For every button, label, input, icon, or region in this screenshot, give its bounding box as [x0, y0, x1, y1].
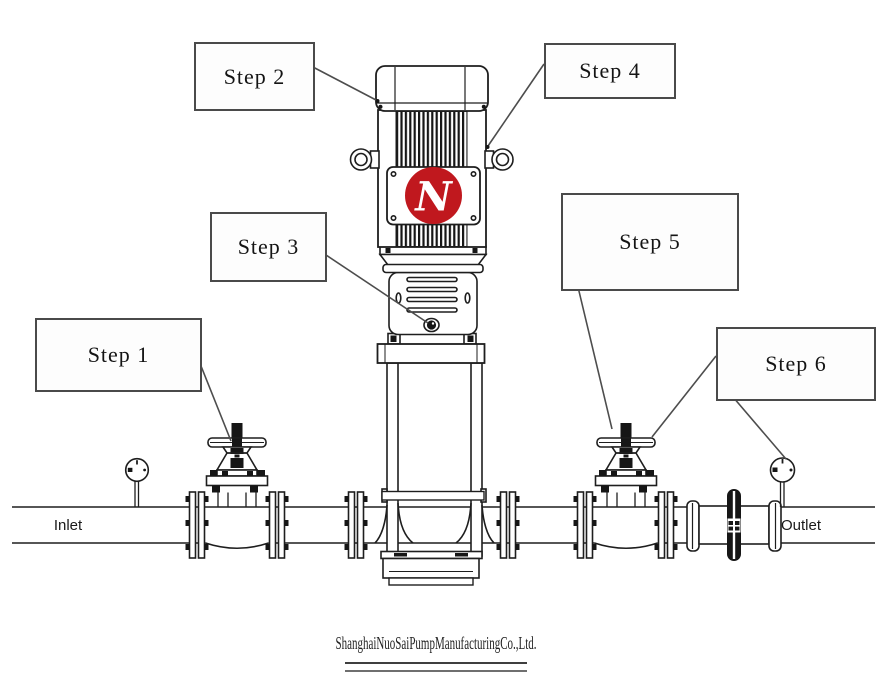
inlet-gate-valve — [205, 423, 269, 507]
coupling-housing — [388, 271, 478, 336]
inlet-pressure-gauge — [124, 457, 150, 507]
flange-6 — [654, 491, 678, 559]
flange-5 — [573, 491, 597, 559]
inlet-label: Inlet — [53, 517, 83, 534]
step-label-2: Step 2 — [194, 42, 315, 111]
leader-line-step3 — [322, 252, 429, 324]
step-label-3: Step 3 — [210, 212, 327, 282]
leader-line-step4 — [487, 63, 545, 147]
motor-fan-cover — [375, 65, 489, 112]
outlet-label: Outlet — [780, 517, 822, 534]
inlet-valve-body — [205, 541, 269, 549]
pump-columns — [381, 362, 487, 557]
leader-line-step6-valve — [651, 355, 717, 438]
outlet-gate-valve — [594, 423, 658, 507]
pump-head — [376, 332, 486, 364]
flange-1 — [185, 491, 209, 559]
lifting-eye-left — [349, 148, 380, 171]
outlet-pressure-gauge — [769, 457, 796, 507]
footer-rule-bottom — [345, 670, 527, 672]
drain-plug — [423, 317, 440, 333]
step-label-4: Step 4 — [544, 43, 676, 99]
flange-4 — [496, 491, 520, 559]
leader-line-step5 — [577, 286, 613, 430]
pump-crossbar — [381, 490, 485, 501]
lifting-eye-right — [484, 148, 514, 171]
brand-logo — [405, 167, 462, 224]
motor-nameplate: N — [386, 166, 481, 226]
company-name: ShanghaiNuoSaiPumpManufacturingCo.,Ltd. — [335, 633, 537, 653]
pump-volute-curves — [374, 502, 495, 544]
brand-logo-letter: N — [413, 174, 453, 221]
leader-line-step1 — [198, 360, 232, 442]
step-label-5: Step 5 — [561, 193, 739, 291]
step-label-6: Step 6 — [716, 327, 876, 401]
outlet-valve-body — [594, 541, 658, 549]
leader-line-step2 — [310, 65, 378, 102]
motor-foot — [378, 245, 488, 274]
flange-3 — [344, 491, 368, 559]
pump-base — [380, 550, 483, 586]
flange-2 — [265, 491, 289, 559]
check-valve — [686, 489, 782, 561]
step-label-1: Step 1 — [35, 318, 202, 392]
vertical-multistage-pump: N — [349, 65, 514, 586]
footer-rule-top — [345, 662, 527, 665]
leader-line-step6-gauge — [732, 396, 787, 460]
